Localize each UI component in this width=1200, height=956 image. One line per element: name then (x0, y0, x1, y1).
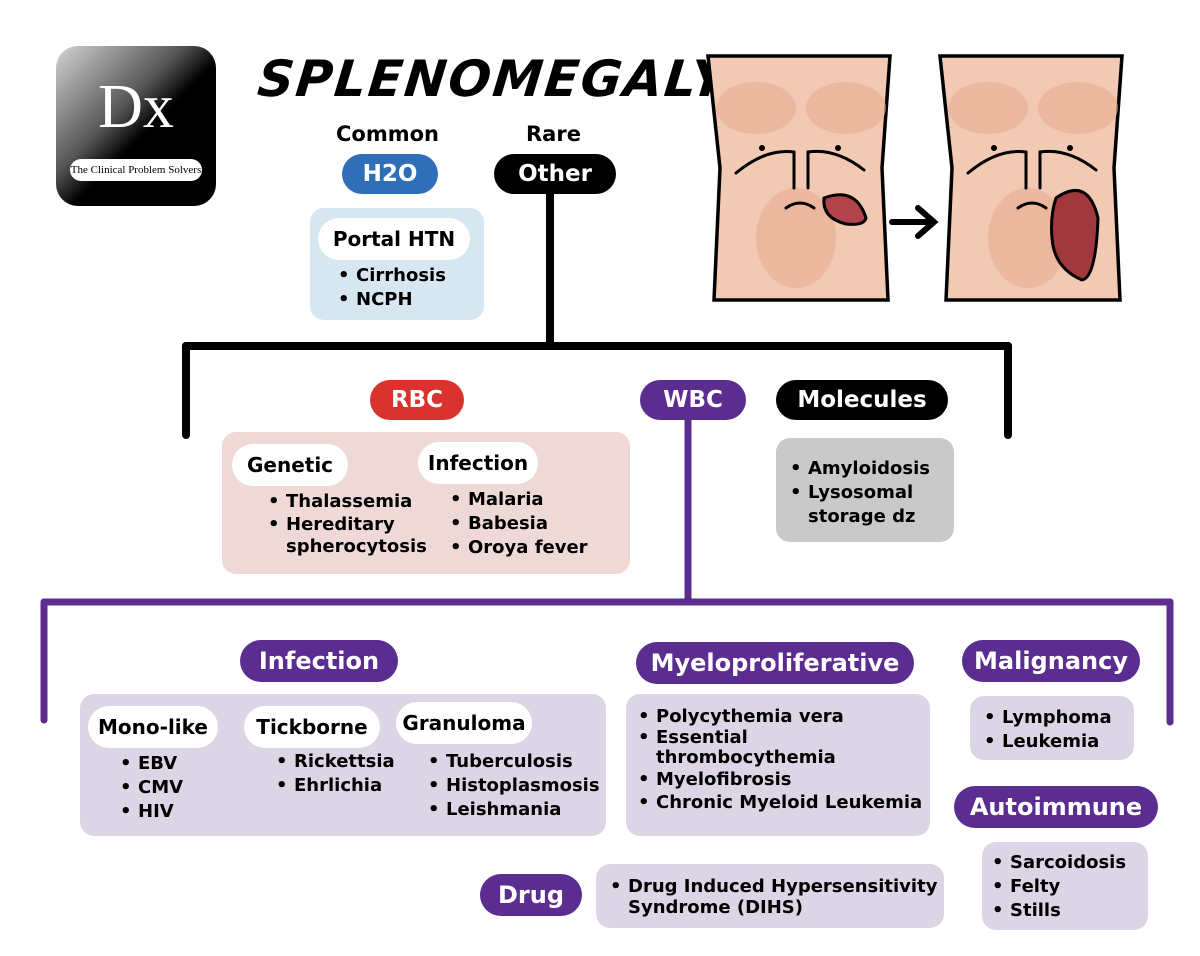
tickborne-title: Tickborne (244, 706, 380, 748)
genetic-title: Genetic (232, 444, 348, 486)
list-item: Drug Induced Hypersensitivity Syndrome (… (608, 876, 938, 918)
list-item: Leishmania (426, 798, 600, 822)
molecules-list: Amyloidosis Lysosomal storage dz (788, 457, 948, 529)
granuloma-list: Tuberculosis Histoplasmosis Leishmania (426, 750, 600, 822)
mono-like-list: EBV CMV HIV (118, 752, 183, 824)
list-item: Myelofibrosis (636, 768, 926, 791)
drug-pill: Drug (480, 874, 582, 916)
myeloproliferative-list: Polycythemia vera Essential thrombocythe… (636, 705, 926, 814)
tickborne-list: Rickettsia Ehrlichia (274, 750, 395, 798)
list-item: Cirrhosis (336, 264, 446, 288)
list-item: Lysosomal storage dz (788, 481, 948, 529)
h2o-pill: H2O (342, 154, 438, 194)
other-pill: Other (494, 154, 616, 194)
molecules-pill: Molecules (776, 380, 948, 420)
logo-tagline: The Clinical Problem Solvers (70, 159, 202, 181)
list-item: Thalassemia (266, 490, 427, 514)
rbc-pill: RBC (370, 380, 464, 420)
list-item: Essential thrombocythemia (636, 728, 926, 768)
list-item: Sarcoidosis (990, 851, 1126, 875)
list-item: Felty (990, 875, 1126, 899)
genetic-list: Thalassemia Hereditary spherocytosis (266, 490, 427, 558)
common-label: Common (336, 122, 439, 146)
list-item: Lymphoma (982, 706, 1112, 730)
autoimmune-list: Sarcoidosis Felty Stills (990, 851, 1126, 923)
list-item: Ehrlichia (274, 774, 395, 798)
page-title: SPLENOMEGALY (254, 50, 733, 108)
list-item: Oroya fever (448, 536, 588, 560)
list-item: CMV (118, 776, 183, 800)
myeloproliferative-pill: Myeloproliferative (636, 642, 914, 684)
malignancy-list: Lymphoma Leukemia (982, 706, 1112, 754)
list-item: Histoplasmosis (426, 774, 600, 798)
wbc-infection-pill: Infection (240, 640, 398, 682)
portal-htn-title: Portal HTN (318, 218, 470, 260)
autoimmune-pill: Autoimmune (954, 786, 1158, 828)
drug-list: Drug Induced Hypersensitivity Syndrome (… (608, 876, 938, 918)
list-item: Leukemia (982, 730, 1112, 754)
list-item: Amyloidosis (788, 457, 948, 481)
list-item: Malaria (448, 488, 588, 512)
list-item: Hereditary spherocytosis (266, 514, 427, 558)
list-item: Stills (990, 899, 1126, 923)
logo: Dx The Clinical Problem Solvers (56, 46, 216, 206)
rbc-infection-list: Malaria Babesia Oroya fever (448, 488, 588, 560)
portal-htn-list: Cirrhosis NCPH (336, 264, 446, 312)
rare-label: Rare (526, 122, 581, 146)
list-item: EBV (118, 752, 183, 776)
spleen-enlargement-torso-icon (706, 54, 1124, 302)
list-item: NCPH (336, 288, 446, 312)
list-item: Rickettsia (274, 750, 395, 774)
list-item: HIV (118, 800, 183, 824)
granuloma-title: Granuloma (396, 702, 532, 744)
malignancy-pill: Malignancy (962, 640, 1140, 682)
list-item: Tuberculosis (426, 750, 600, 774)
mono-like-title: Mono-like (88, 706, 218, 748)
wbc-pill: WBC (640, 380, 746, 420)
rbc-infection-title: Infection (418, 442, 538, 484)
list-item: Polycythemia vera (636, 705, 926, 728)
logo-mark: Dx (98, 73, 174, 141)
list-item: Babesia (448, 512, 588, 536)
list-item: Chronic Myeloid Leukemia (636, 791, 926, 814)
